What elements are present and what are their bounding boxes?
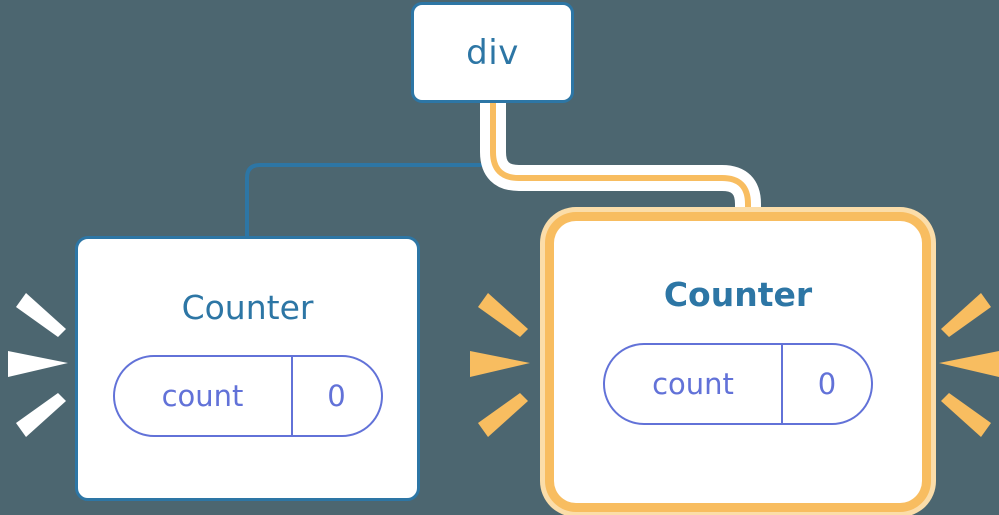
sparkle-ray-upper-icon: [941, 293, 991, 337]
counter-left-state-key: count: [161, 378, 244, 413]
burst-mid-orange: [470, 285, 534, 445]
burst-right-orange: [935, 285, 999, 445]
edge-div-to-counter-left: [245, 101, 495, 240]
sparkle-ray-middle-icon: [939, 351, 999, 377]
node-div[interactable]: div: [411, 2, 574, 103]
sparkle-ray-middle-icon: [8, 351, 68, 377]
counter-right-state-value: 0: [781, 345, 871, 423]
burst-left-white: [8, 285, 72, 445]
sparkle-ray-lower-icon: [941, 393, 991, 437]
counter-right-state-key: count: [652, 366, 734, 401]
counter-left-title: Counter: [181, 288, 314, 327]
sparkle-ray-upper-icon: [478, 293, 528, 337]
counter-left-state-pill: count 0: [112, 355, 383, 437]
sparkle-ray-middle-icon: [470, 351, 530, 377]
edge-div-to-counter-right: [490, 103, 751, 250]
node-div-label: div: [466, 32, 519, 73]
sparkle-ray-upper-icon: [16, 293, 66, 337]
node-counter-left[interactable]: Counter count 0: [75, 236, 420, 501]
sparkle-ray-lower-icon: [478, 393, 528, 437]
counter-left-state-value: 0: [290, 357, 381, 435]
counter-right-state-pill: count 0: [603, 343, 873, 425]
node-counter-right[interactable]: Counter count 0: [554, 221, 922, 503]
sparkle-ray-lower-icon: [16, 393, 66, 437]
counter-right-title: Counter: [663, 275, 813, 314]
